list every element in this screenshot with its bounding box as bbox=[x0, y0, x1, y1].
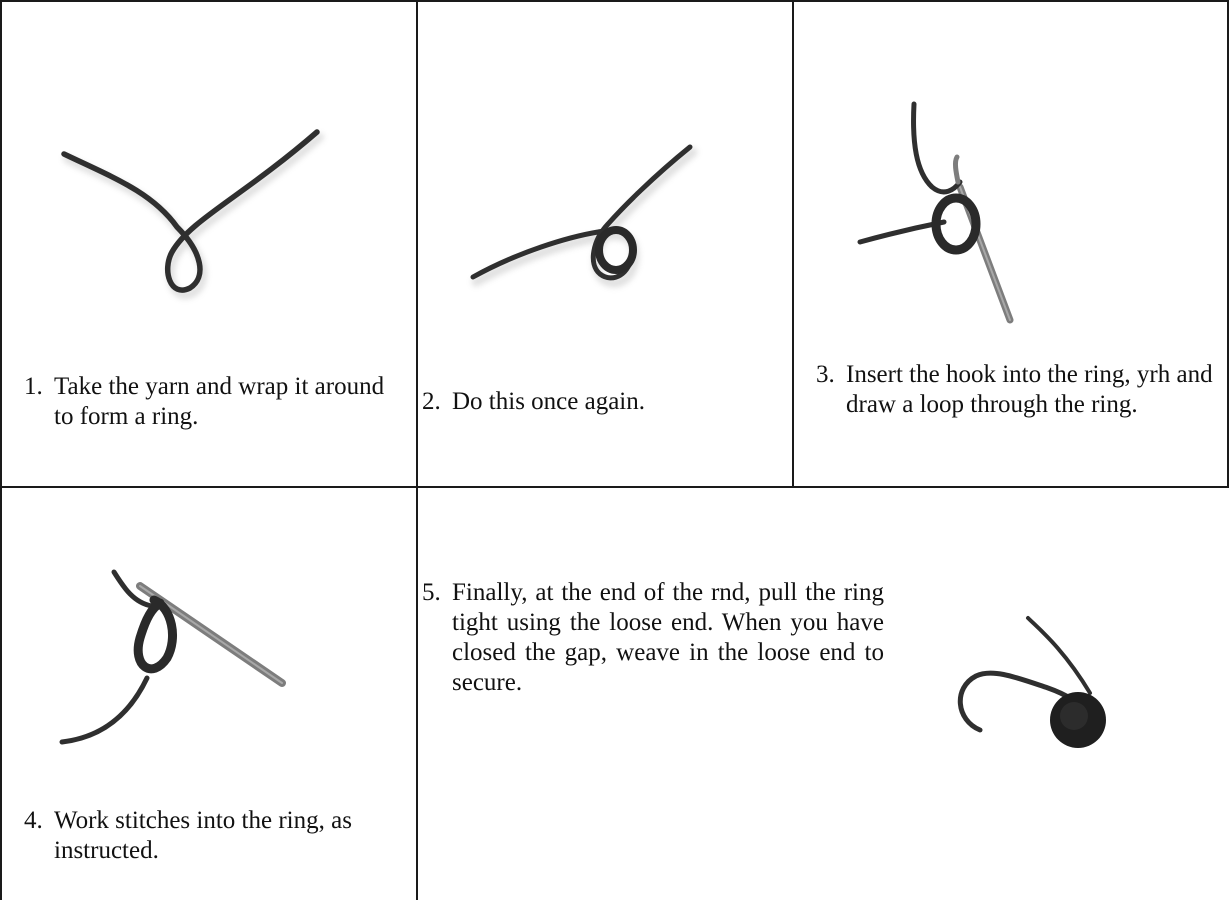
step-number: 5. bbox=[422, 578, 441, 608]
hook-with-stitches-photo-icon bbox=[2, 488, 416, 788]
step-number: 4. bbox=[24, 806, 43, 836]
hook-through-ring-photo-icon bbox=[794, 2, 1227, 342]
step-5-text: 5. Finally, at the end of the rnd, pull … bbox=[422, 578, 884, 698]
step-description: Work stitches into the ring, as instruct… bbox=[24, 806, 404, 866]
step-cell-2: 2. Do this once again. bbox=[418, 2, 792, 486]
step-description: Insert the hook into the ring, yrh and d… bbox=[816, 360, 1216, 420]
step-3-text: 3. Insert the hook into the ring, yrh an… bbox=[816, 360, 1216, 420]
step-description: Do this once again. bbox=[422, 387, 782, 417]
step-cell-3: 3. Insert the hook into the ring, yrh an… bbox=[794, 2, 1227, 486]
step-number: 3. bbox=[816, 360, 835, 390]
step-number: 1. bbox=[24, 372, 43, 402]
closed-ring-photo-icon bbox=[928, 488, 1228, 788]
step-2-text: 2. Do this once again. bbox=[422, 387, 782, 417]
step-number: 2. bbox=[422, 387, 441, 417]
step-description: Finally, at the end of the rnd, pull the… bbox=[422, 578, 884, 698]
step-1-text: 1. Take the yarn and wrap it around to f… bbox=[24, 372, 404, 432]
step-description: Take the yarn and wrap it around to form… bbox=[24, 372, 404, 432]
step-cell-5: 5. Finally, at the end of the rnd, pull … bbox=[418, 488, 1229, 900]
step-cell-1: 1. Take the yarn and wrap it around to f… bbox=[2, 2, 416, 486]
yarn-double-loop-photo-icon bbox=[418, 2, 792, 302]
step-cell-4: 4. Work stitches into the ring, as instr… bbox=[2, 488, 416, 900]
step-4-text: 4. Work stitches into the ring, as instr… bbox=[24, 806, 404, 866]
yarn-single-loop-photo-icon bbox=[2, 2, 416, 302]
